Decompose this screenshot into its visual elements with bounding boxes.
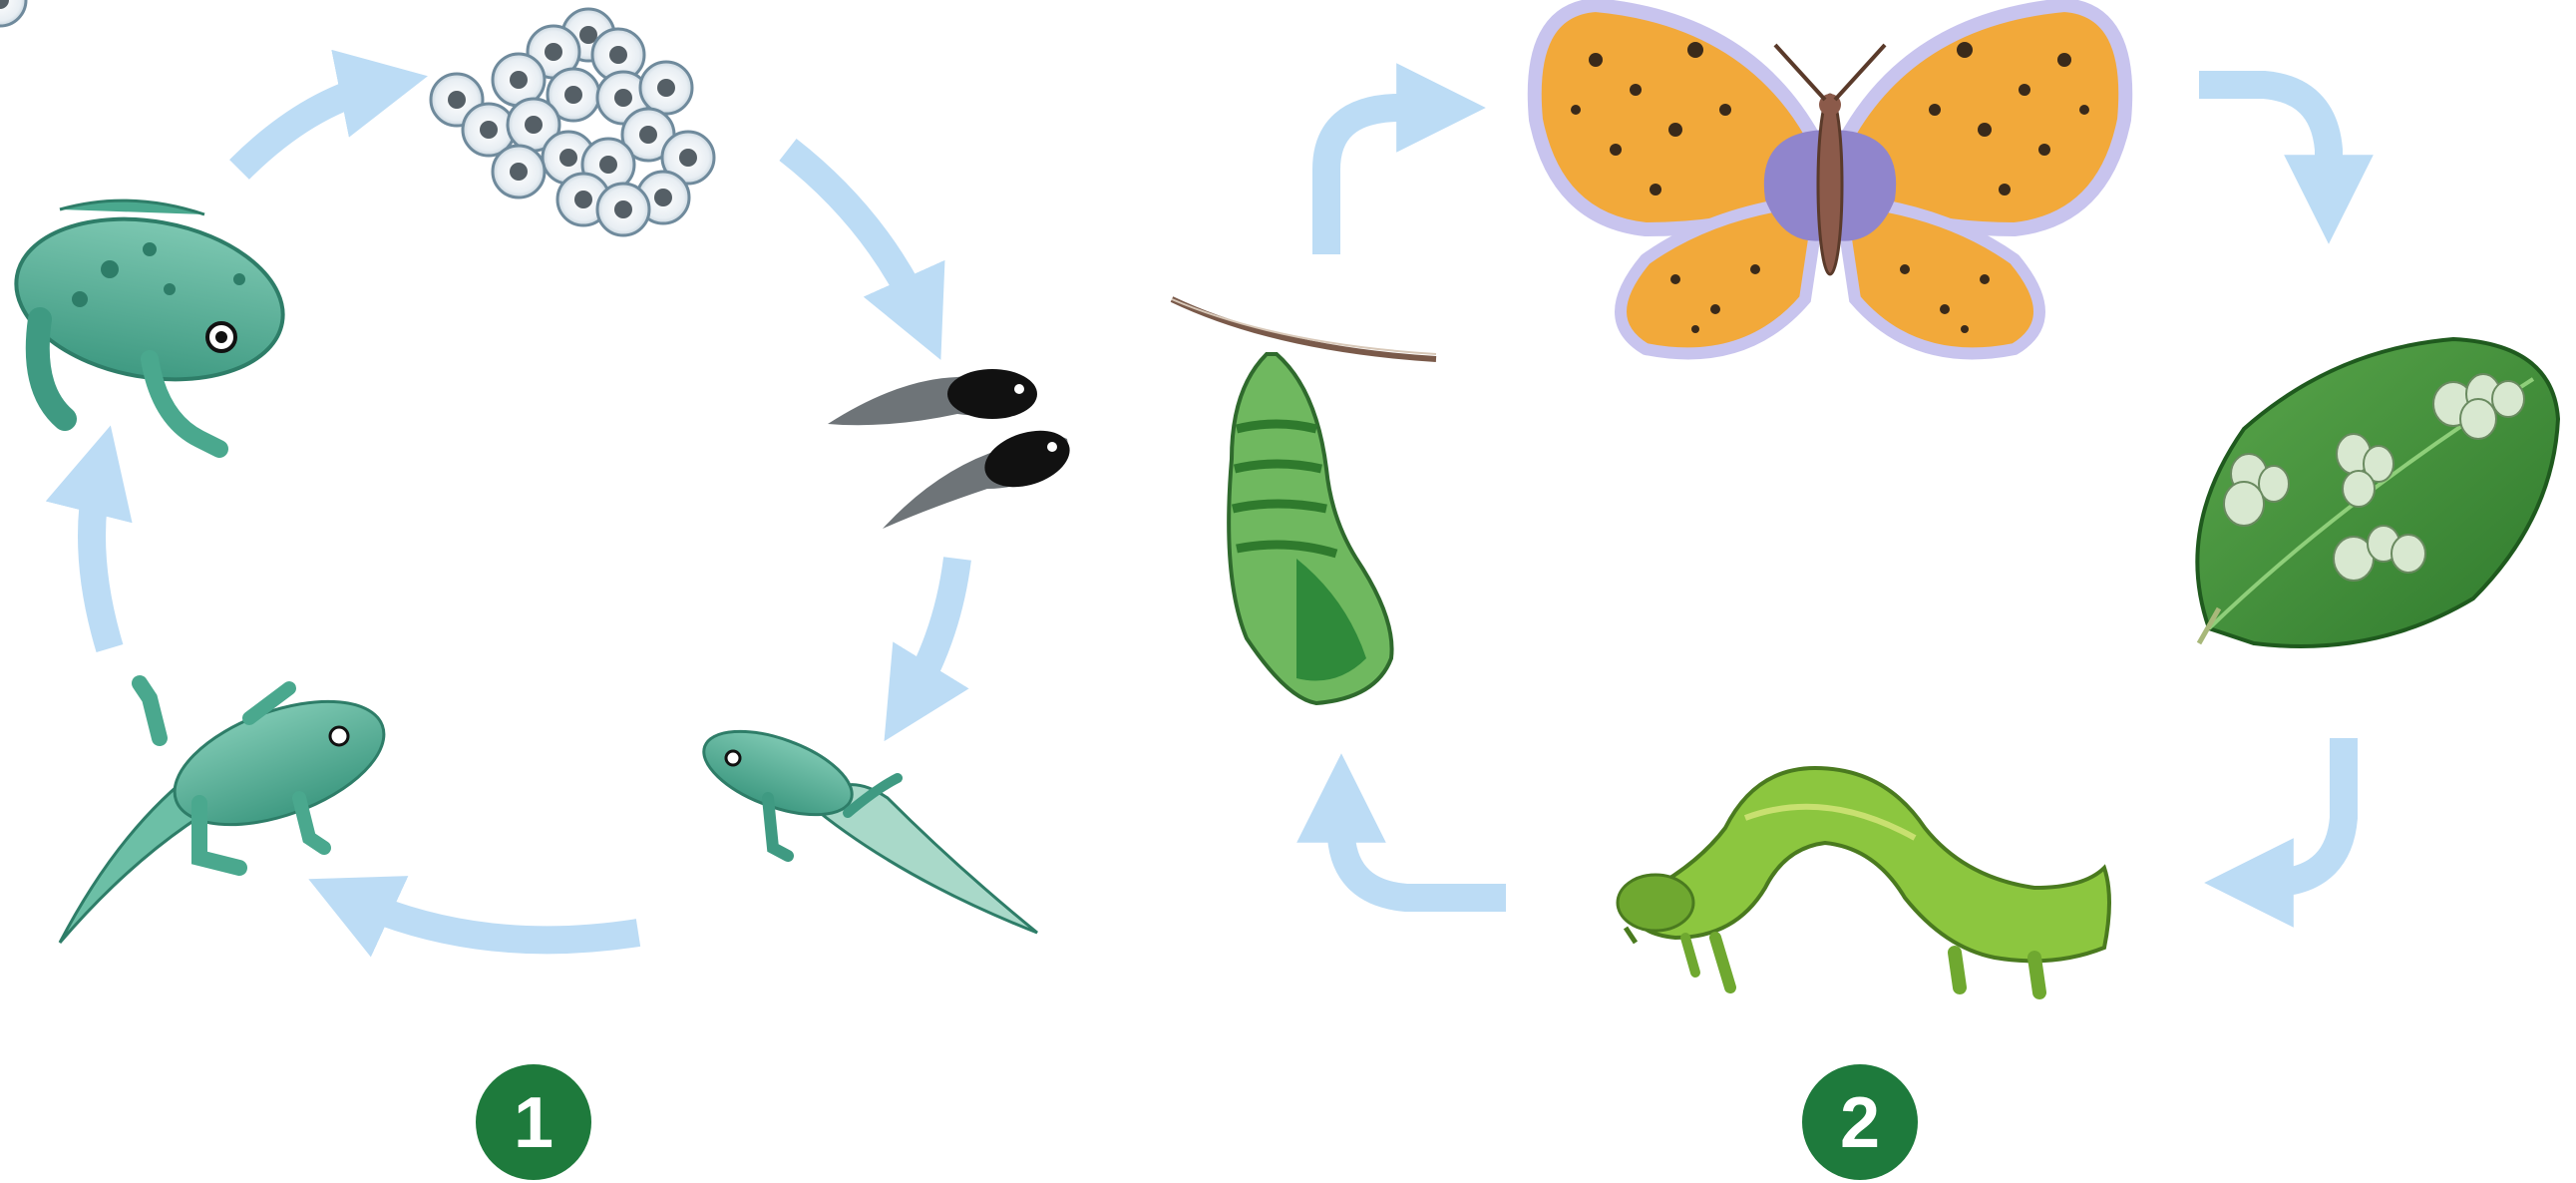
- arrow-frog-to-eggs: [239, 85, 384, 170]
- cycle-2-label: 2: [1840, 1083, 1880, 1163]
- arrow-tadpoles-to-legs: [908, 559, 957, 703]
- arrow-froglet-to-frog: [92, 469, 110, 648]
- cycle-2-badge: 2: [1802, 1064, 1918, 1180]
- froglet-tail-icon: [693, 714, 1037, 933]
- chrysalis-icon: [1172, 299, 1436, 703]
- frog-icon: [4, 199, 296, 449]
- arrow-chrysalis-to-butterfly: [1326, 108, 1441, 254]
- cycle-1-badge: 1: [476, 1064, 591, 1180]
- cycle-1-label: 1: [514, 1083, 553, 1163]
- caterpillar-icon: [1618, 768, 2109, 992]
- arrow-leaf-to-caterpillar: [2249, 738, 2344, 883]
- arrow-butterfly-to-leaf: [2199, 85, 2329, 199]
- frog-cycle: 1: [0, 0, 1077, 1180]
- leaf-eggs-icon: [2197, 339, 2558, 646]
- arrow-caterpillar-to-chrysalis: [1341, 798, 1506, 898]
- butterfly-icon: [1535, 5, 2126, 353]
- arrow-legs-to-froglet: [349, 898, 638, 940]
- arrow-eggs-to-tadpoles: [788, 150, 922, 319]
- tadpole-icon: [828, 369, 1077, 529]
- butterfly-cycle: 2: [1172, 5, 2558, 1180]
